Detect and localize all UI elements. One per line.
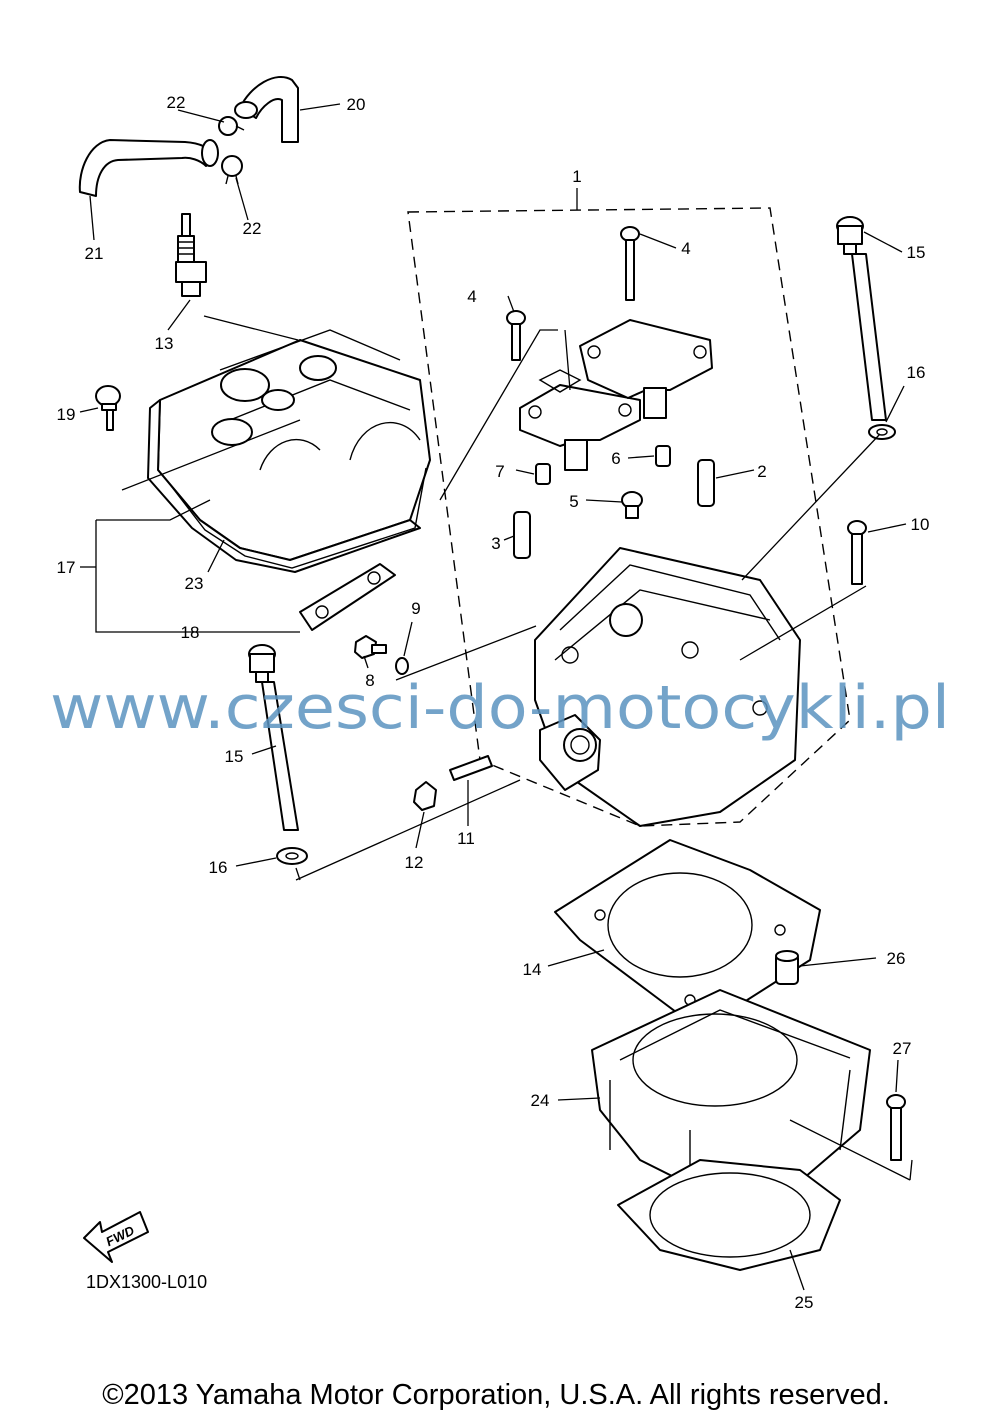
- hose-clip-upper: [218, 116, 245, 136]
- cap-bolt-left: [506, 310, 526, 361]
- oil-check-washer: [395, 657, 409, 675]
- cylinder-head-cover: [147, 329, 431, 573]
- label-16a: 16: [907, 363, 926, 382]
- head-bolt-10: [847, 520, 867, 585]
- oil-check-bolt: [354, 635, 387, 659]
- label-15a: 15: [907, 243, 926, 262]
- cover-plate: [299, 563, 396, 631]
- label-3: 3: [491, 534, 500, 553]
- cylinder-bolt: [886, 1094, 906, 1161]
- exhaust-nut: [413, 781, 437, 811]
- label-17: 17: [57, 558, 76, 577]
- head-washer-right: [868, 424, 896, 440]
- breather-pipe: [234, 75, 299, 143]
- cover-gasket: [164, 467, 427, 569]
- label-11: 11: [457, 829, 475, 848]
- dowel-pin-6: [655, 445, 671, 467]
- label-14: 14: [523, 960, 542, 979]
- label-10: 10: [911, 515, 930, 534]
- label-1: 1: [572, 167, 581, 186]
- dowel-pin-7: [535, 463, 551, 485]
- cap-bolt-right: [620, 226, 640, 301]
- watermark: www.czesci-do-motocykli.pl: [50, 673, 950, 743]
- leader-lines: [79, 103, 913, 1291]
- label-23: 23: [185, 574, 204, 593]
- label-5: 5: [569, 492, 578, 511]
- valve-guide-2: [697, 459, 715, 507]
- label-18: 18: [181, 623, 200, 642]
- copyright-notice: ©2013 Yamaha Motor Corporation, U.S.A. A…: [102, 1379, 890, 1411]
- head-washer-left: [276, 847, 308, 865]
- cover-bolt: [95, 385, 121, 431]
- cylinder-head-gasket: [554, 839, 821, 1031]
- camshaft-cap-right: [579, 319, 713, 419]
- label-24: 24: [531, 1091, 550, 1110]
- valve-guide-3: [513, 511, 531, 559]
- label-26: 26: [887, 949, 906, 968]
- camshaft-cap-left: [519, 369, 641, 471]
- oil-plug: [621, 491, 643, 519]
- breather-hose: [78, 139, 219, 197]
- label-20: 20: [347, 95, 366, 114]
- label-25: 25: [795, 1293, 814, 1312]
- label-6: 6: [611, 449, 620, 468]
- head-bolt-right: [836, 216, 887, 421]
- label-16b: 16: [209, 858, 228, 877]
- label-7: 7: [495, 462, 504, 481]
- cylinder-head: [534, 547, 801, 827]
- label-15b: 15: [225, 747, 244, 766]
- label-4a: 4: [467, 287, 476, 306]
- cylinder: [591, 989, 871, 1201]
- hose-clip-lower: [221, 155, 243, 185]
- label-9: 9: [411, 599, 420, 618]
- label-12: 12: [405, 853, 424, 872]
- label-21: 21: [85, 244, 104, 263]
- head-bolt-left: [248, 644, 299, 831]
- label-4b: 4: [681, 239, 690, 258]
- label-2: 2: [757, 462, 766, 481]
- label-19: 19: [57, 405, 76, 424]
- label-13: 13: [155, 334, 174, 353]
- fwd-arrow-icon: FWD: [83, 1211, 149, 1263]
- cylinder-base-gasket: [617, 1159, 841, 1271]
- part-labels: 1 2 3 4 4 5 6 7 8 9 10 11 12 13 14 15 15…: [57, 93, 930, 1312]
- diagram-code: 1DX1300-L010: [86, 1272, 207, 1292]
- label-22a: 22: [167, 93, 186, 112]
- label-27: 27: [893, 1039, 912, 1058]
- label-22b: 22: [243, 219, 262, 238]
- spark-plug: [175, 213, 207, 297]
- cylinder-dowel: [775, 950, 799, 985]
- label-8: 8: [365, 671, 374, 690]
- exhaust-stud: [449, 755, 493, 781]
